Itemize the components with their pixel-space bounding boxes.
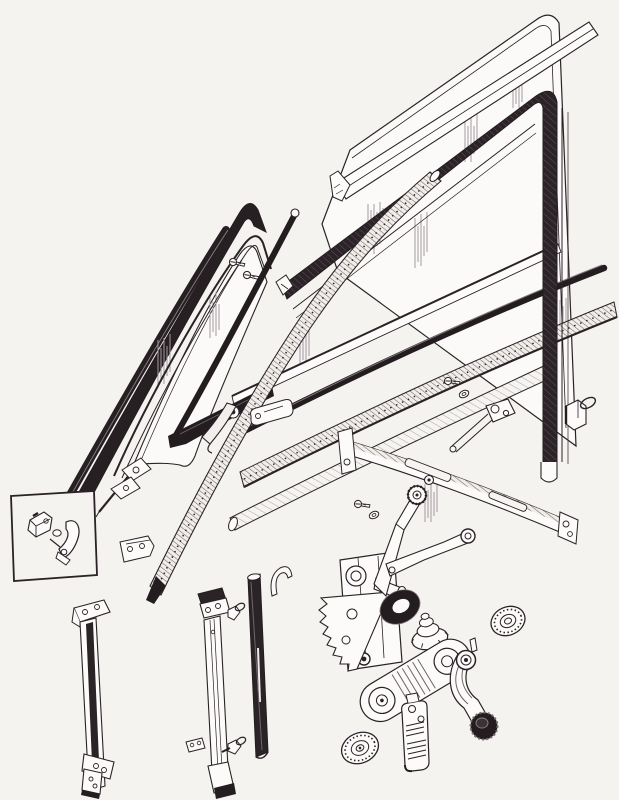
spindle-grommet <box>379 589 421 625</box>
door-glass <box>299 14 577 522</box>
inset-arrow <box>49 538 61 548</box>
vent-glass-hatching <box>157 292 220 388</box>
beltline-chrome-strip <box>231 243 562 406</box>
handle-escutcheon-plate <box>359 638 472 723</box>
division-bar-rubber <box>169 208 300 445</box>
knob-washer-right <box>490 605 526 637</box>
regulator-balance-arm <box>385 528 476 577</box>
inset-washer <box>52 529 62 537</box>
mounting-clips-and-screws <box>110 399 294 563</box>
vent-window-seal <box>62 203 267 506</box>
regulator-guide-rail <box>337 427 579 545</box>
vent-latch <box>201 402 240 454</box>
regulator-sector-gear <box>318 591 391 672</box>
guide-clip-top <box>227 602 246 621</box>
rear-guide-channel <box>185 587 236 799</box>
front-guide-channel <box>71 599 115 799</box>
inset-latch-handle <box>55 520 80 566</box>
retainer-clip-plate <box>401 692 430 773</box>
division-bar-channel <box>146 170 442 604</box>
guide-clip-bottom <box>221 736 247 755</box>
vent-window-glass <box>133 245 268 467</box>
vertical-run-channel <box>247 573 269 759</box>
regulator-arm-bracket <box>449 398 516 453</box>
run-channel-clip <box>564 396 597 431</box>
window-crank-handle <box>449 637 499 741</box>
regulator-lift-arm <box>373 474 435 598</box>
upper-trim-channel <box>329 21 599 202</box>
inset-detail-box <box>10 490 98 582</box>
knob-washer-left <box>340 731 380 765</box>
channel-end-piece <box>270 566 293 597</box>
inset-latch-bracket <box>27 511 53 538</box>
